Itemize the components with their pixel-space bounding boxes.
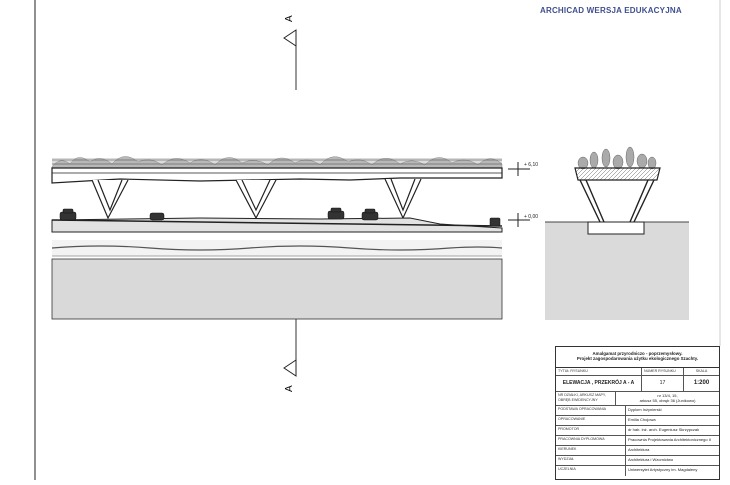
deck-railing bbox=[52, 159, 502, 165]
row-label: KIERUNEK bbox=[556, 446, 626, 455]
drawing-scale: 1:200 bbox=[693, 380, 710, 386]
row-value: Pracownia Projektowania Architektoniczne… bbox=[628, 437, 711, 442]
deck-vegetation bbox=[51, 156, 503, 169]
row-label: PRACOWNIA DYPLOMOWA bbox=[556, 436, 626, 445]
section-plants bbox=[577, 146, 657, 170]
section-label-top: A bbox=[284, 15, 295, 22]
row-label: OPRACOWANIE bbox=[556, 416, 626, 425]
row-value: Uniwersytet Artystyczny im. Magdaleny bbox=[628, 467, 698, 472]
project-title-line2: Projekt zagospodarowania użytku ekologic… bbox=[576, 356, 699, 362]
plot-value: nr 13/4, 15, arkusz 55, obręb 36 (Juniko… bbox=[616, 392, 719, 405]
row-label: PODSTAWA OPRACOWANIA bbox=[556, 406, 626, 415]
road-line bbox=[51, 219, 503, 227]
drawing-title: ELEWACJA , PRZEKRÓJ A - A bbox=[556, 376, 642, 391]
plot-label-line2: OBRĘB EWIDENCYJNY bbox=[558, 397, 598, 402]
cars bbox=[59, 207, 501, 227]
row-label: UCZELNIA bbox=[556, 466, 626, 476]
ground-mass bbox=[51, 258, 503, 320]
row-value: Emilia Chojowa bbox=[628, 417, 656, 422]
section-deck bbox=[574, 167, 661, 181]
row-value: Dyplom Inżynierski bbox=[628, 407, 662, 412]
water-band bbox=[52, 240, 502, 256]
plot-label: NR DZIAŁKI, ARKUSZ MAPY, OBRĘB EWIDENCYJ… bbox=[556, 392, 616, 405]
level-marker-lower bbox=[508, 213, 530, 227]
watermark: ARCHICAD WERSJA EDUKACYJNA bbox=[540, 6, 682, 15]
row-label: PROMOTOR bbox=[556, 426, 626, 435]
col-title-header: TYTUŁ RYSUNKU bbox=[556, 368, 642, 375]
section-arrow-bottom bbox=[283, 359, 297, 377]
water-line bbox=[51, 245, 503, 251]
project-title-line1: Amalgamat przyrodniczo - poprzemysłowy. bbox=[592, 351, 683, 356]
plot-value-line2: arkusz 55, obręb 36 (Junikowo) bbox=[639, 398, 696, 403]
level-label-upper: + 6,10 bbox=[524, 162, 538, 168]
section-label-bottom: A bbox=[284, 385, 295, 392]
level-label-lower: + 0,00 bbox=[524, 214, 538, 220]
row-value: Architektura i Wzornictwo bbox=[628, 457, 674, 462]
title-block-project: Amalgamat przyrodniczo - poprzemysłowy. … bbox=[556, 347, 719, 368]
col-number-header: NUMER RYSUNKU bbox=[642, 368, 684, 375]
row-label: WYDZIAŁ bbox=[556, 456, 626, 465]
level-marker-upper bbox=[508, 162, 530, 176]
section-supports bbox=[579, 179, 655, 223]
row-value: dr hab. inż. arch. Eugeniusz Skrzypczak bbox=[628, 427, 700, 432]
section-ground bbox=[545, 222, 689, 320]
section-foundation bbox=[587, 221, 645, 235]
section-arrow-top bbox=[283, 29, 297, 47]
title-block: Amalgamat przyrodniczo - poprzemysłowy. … bbox=[555, 346, 720, 480]
plot-label-line1: NR DZIAŁKI, ARKUSZ MAPY, bbox=[558, 393, 606, 397]
plot-value-line1: nr 13/4, 15, bbox=[657, 393, 678, 398]
col-scale-header: SKALA bbox=[695, 369, 708, 373]
drawing-number: 17 bbox=[642, 376, 684, 391]
row-value: Architektura bbox=[628, 447, 650, 452]
bridge-supports bbox=[91, 178, 422, 220]
